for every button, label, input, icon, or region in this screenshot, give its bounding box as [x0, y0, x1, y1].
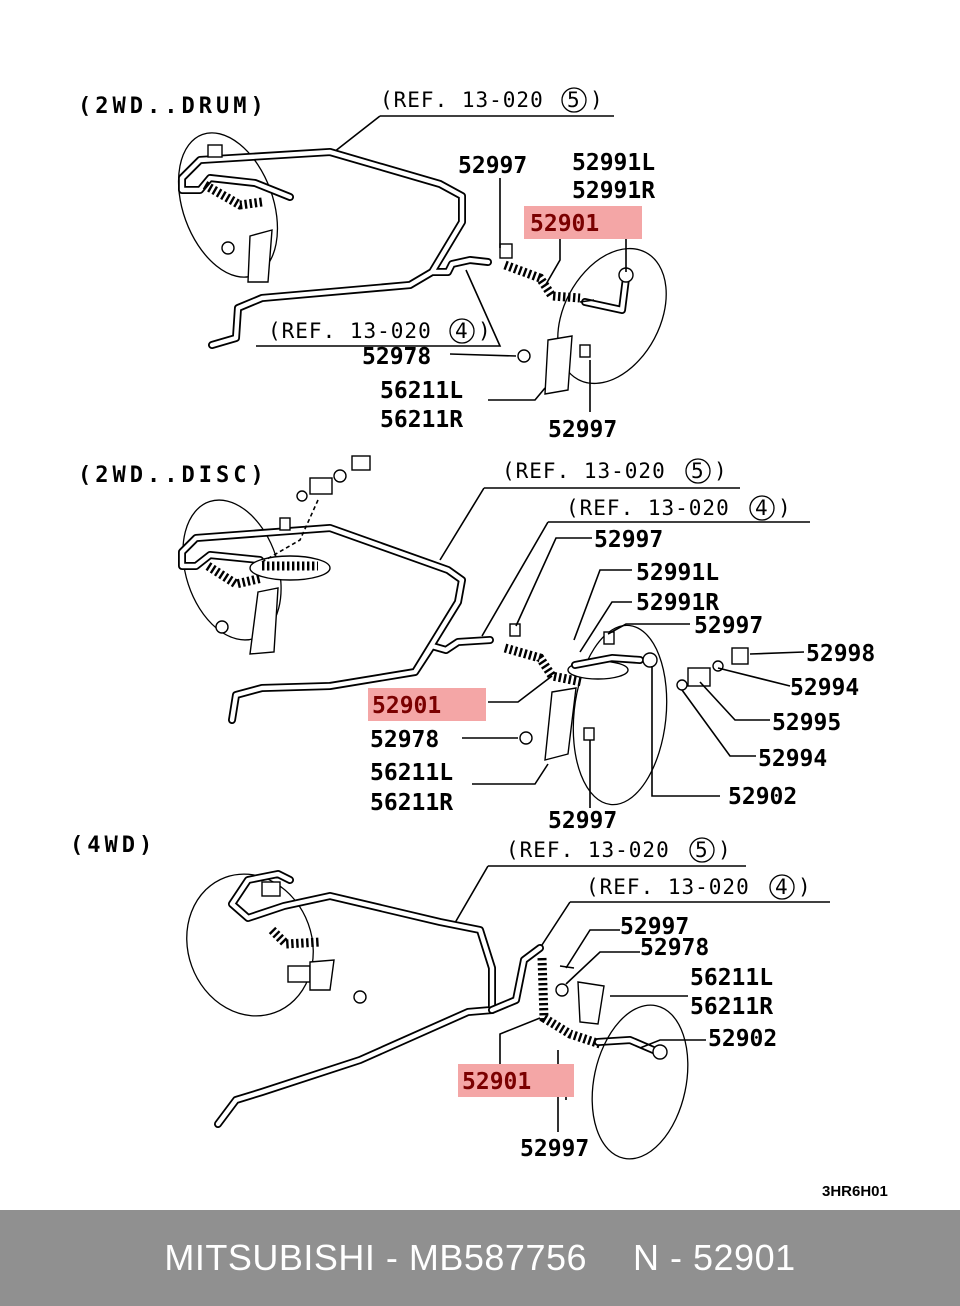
ref-circle-icon	[685, 458, 711, 484]
footer-brand: MITSUBISHI - MB587756	[164, 1237, 588, 1278]
bolt-icon	[517, 349, 531, 363]
wheel-right-icon	[591, 1004, 689, 1160]
label-56211l: 56211L	[690, 965, 773, 991]
bracket-icon	[544, 687, 577, 761]
label-52997: 52997	[548, 417, 617, 443]
label-52997: 52997	[620, 914, 689, 940]
highlight-box	[458, 1064, 574, 1097]
bolt-icon	[353, 990, 367, 1004]
label-52997: 52997	[520, 1136, 589, 1162]
label-52994: 52994	[790, 675, 859, 701]
clip-icon	[579, 344, 591, 358]
label-56211l: 56211L	[370, 760, 453, 786]
label-56211r: 56211R	[380, 407, 463, 433]
section-title-drum: (2WD..DRUM)	[78, 94, 268, 119]
ref-upper-num-disc: 5	[691, 459, 705, 483]
bolt-icon	[519, 731, 533, 745]
ref-lower-num-disc: 4	[755, 496, 769, 520]
label-52997: 52997	[458, 153, 527, 179]
ref-leader	[333, 115, 614, 153]
bracket-icon	[544, 335, 573, 395]
svg-text:): )	[590, 88, 604, 112]
ref-upper-num-4wd: 5	[695, 838, 709, 862]
section-2wd-disc: (2WD..DISC) (REF. 13-020 5 ) (REF. 13-02…	[78, 455, 875, 834]
svg-text:): )	[714, 459, 728, 483]
label-52978: 52978	[370, 727, 439, 753]
label-56211r: 56211R	[370, 790, 453, 816]
ref-upper-num-drum: 5	[567, 88, 581, 112]
ref-upper-4wd: (REF. 13-020	[506, 838, 670, 862]
bracket-icon	[249, 587, 279, 655]
ref-upper-disc: (REF. 13-020	[502, 459, 666, 483]
wheel-right-icon	[557, 247, 667, 385]
label-52991l: 52991L	[636, 560, 719, 586]
bolt-icon	[351, 455, 371, 471]
label-52991l: 52991L	[572, 150, 655, 176]
clip-icon	[509, 623, 521, 637]
section-4wd: (4WD) (REF. 13-020 5 ) (REF. 13-020 4 )	[70, 833, 830, 1162]
label-52901-highlight: 52901	[372, 693, 441, 719]
ref-circle-icon	[449, 318, 475, 344]
wheel-left-icon	[177, 132, 279, 278]
ref-lower-drum: (REF. 13-020	[268, 319, 432, 343]
clip-icon	[499, 243, 513, 259]
label-52991r: 52991R	[572, 178, 655, 204]
bracket-icon	[309, 959, 335, 991]
ref-upper-drum: (REF. 13-020	[380, 88, 544, 112]
bracket-icon	[247, 229, 273, 283]
ref-circle-icon	[769, 874, 795, 900]
label-52997: 52997	[694, 613, 763, 639]
label-52901-highlight: 52901	[530, 211, 599, 237]
ref-circle-icon	[561, 87, 587, 113]
clip-icon	[583, 727, 595, 741]
label-52998: 52998	[806, 641, 875, 667]
ref-circle-icon	[749, 495, 775, 521]
section-title-disc: (2WD..DISC)	[78, 463, 268, 488]
svg-text:): )	[478, 319, 492, 343]
label-52978: 52978	[362, 344, 431, 370]
brake-hose-icon	[537, 957, 602, 1049]
footer-bar: MITSUBISHI - MB587756 N - 52901	[0, 1210, 960, 1306]
brake-hose-icon	[503, 260, 581, 303]
svg-text:): )	[798, 875, 812, 899]
bolt-icon	[215, 620, 229, 634]
highlight-box	[524, 206, 642, 239]
section-2wd-drum: (2WD..DRUM) (REF. 13-020 5 ) 52997	[78, 87, 667, 443]
label-56211r: 56211R	[690, 994, 773, 1020]
ref-lower-num-4wd: 4	[775, 875, 789, 899]
footer-part: N - 52901	[633, 1237, 796, 1278]
label-52902: 52902	[728, 784, 797, 810]
highlight-box	[368, 688, 486, 721]
label-52997: 52997	[594, 527, 663, 553]
label-52997: 52997	[548, 808, 617, 834]
label-52978: 52978	[640, 935, 709, 961]
label-52995: 52995	[772, 710, 841, 736]
label-52901-highlight: 52901	[462, 1069, 531, 1095]
bolt-icon	[731, 647, 749, 665]
section-title-4wd: (4WD)	[70, 833, 156, 858]
ref-circle-icon	[689, 837, 715, 863]
bolt-icon	[221, 241, 235, 255]
brake-hose-icon	[503, 643, 583, 687]
label-52994: 52994	[758, 746, 827, 772]
drawing-code: 3HR6H01	[822, 1183, 888, 1200]
label-56211l: 56211L	[380, 378, 463, 404]
svg-text:): )	[778, 496, 792, 520]
parts-diagram: (2WD..DRUM) (REF. 13-020 5 ) 52997	[70, 87, 888, 1200]
label-52902: 52902	[708, 1026, 777, 1052]
svg-text:): )	[718, 838, 732, 862]
label-52991r: 52991R	[636, 590, 719, 616]
clip-icon	[603, 631, 615, 645]
ref-lower-4wd: (REF. 13-020	[586, 875, 750, 899]
ref-lower-num-drum: 4	[455, 319, 469, 343]
bracket-icon	[577, 981, 605, 1025]
wheel-left-icon	[186, 873, 314, 1017]
banjo-icon	[687, 667, 711, 687]
wheel-right-icon	[572, 624, 668, 806]
ref-lower-disc: (REF. 13-020	[566, 496, 730, 520]
